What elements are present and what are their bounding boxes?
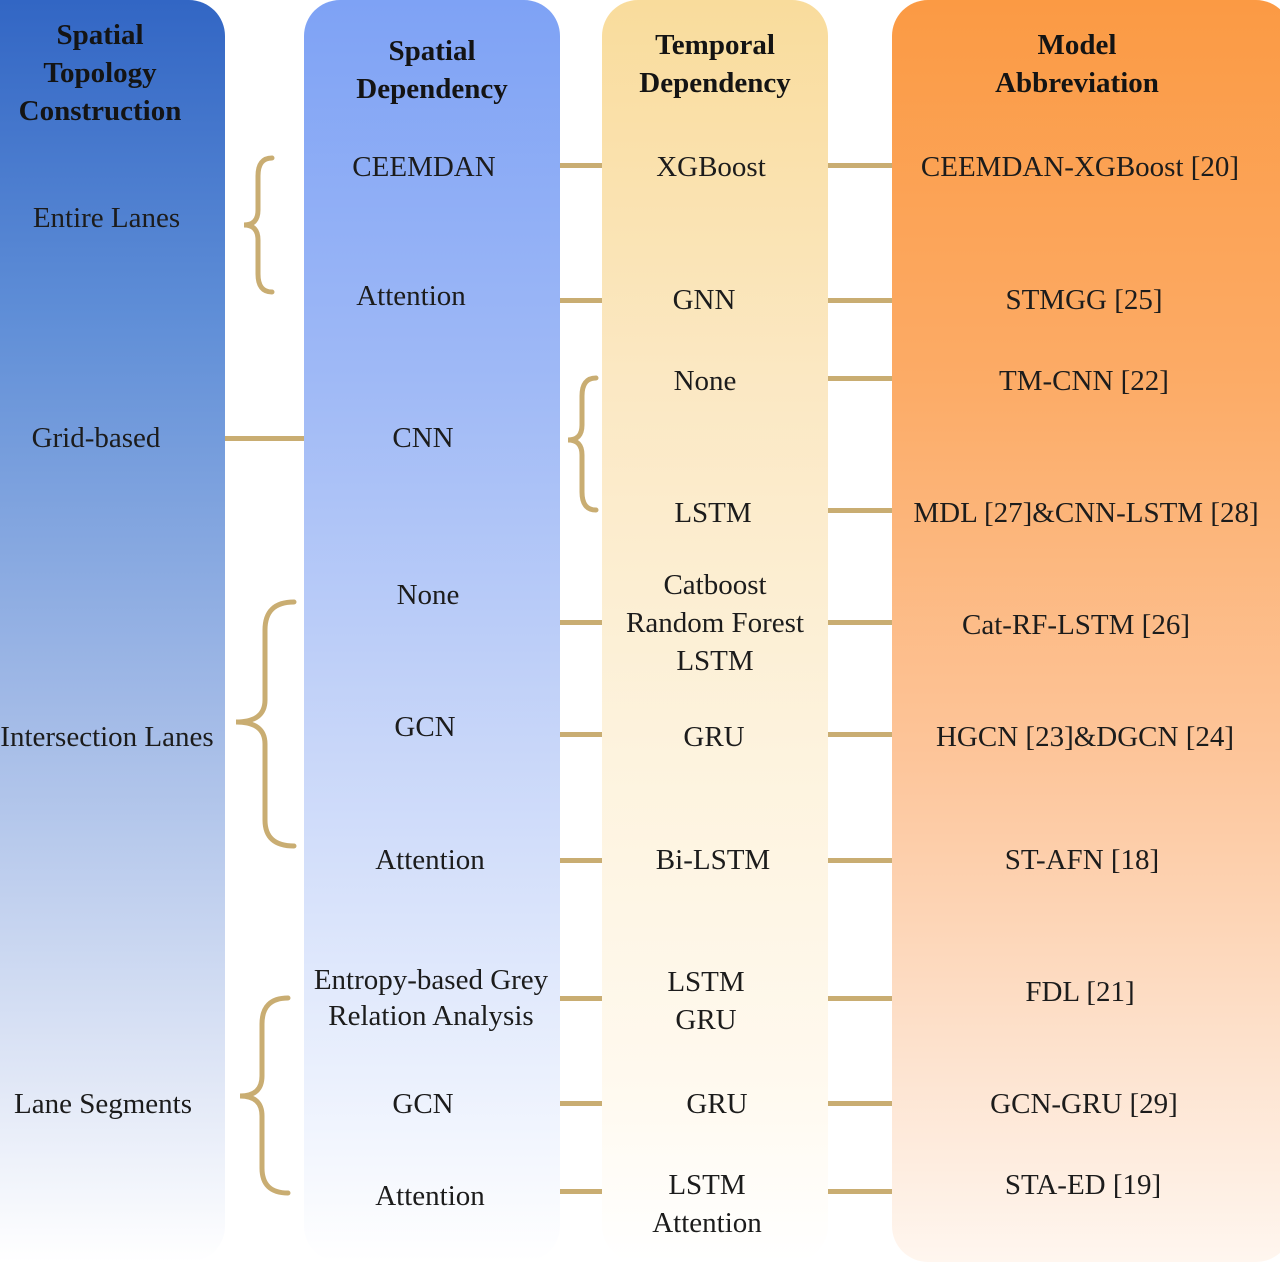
model-st-afn: ST-AFN [18] (1004, 844, 1160, 876)
connector-xgboost-model (828, 163, 892, 168)
spatial-dependency-column (304, 0, 560, 1262)
model-mdl-cnn-lstm: MDL [27]&CNN-LSTM [28] (913, 497, 1259, 529)
connector-lstm-model (828, 508, 892, 513)
connector-gnn-model (828, 298, 892, 303)
spatial-attention-2: Attention (375, 844, 485, 876)
model-abbreviation-column (892, 0, 1280, 1262)
temporal-dependency-column (602, 0, 828, 1262)
model-tm-cnn: TM-CNN [22] (999, 365, 1169, 397)
header-temporal-dependency: Temporal Dependency (639, 29, 791, 99)
connector-lstmgru-model (828, 996, 892, 1001)
topology-grid-based: Grid-based (31, 422, 161, 454)
model-ceemdan-xgboost: CEEMDAN-XGBoost [20] (920, 151, 1240, 183)
connector-lstmattention-model (828, 1189, 892, 1194)
topology-intersection-lanes: Intersection Lanes (0, 721, 214, 753)
connector-bilstm-model (828, 858, 892, 863)
topology-entire-lanes: Entire Lanes (32, 202, 181, 234)
temporal-catboost-rf-lstm: Catboost Random Forest LSTM (625, 569, 805, 677)
temporal-lstm-gru: LSTM GRU (667, 966, 745, 1036)
model-fdl: FDL [21] (1025, 976, 1135, 1008)
temporal-bi-lstm: Bi-LSTM (655, 844, 771, 876)
temporal-lstm-attention: LSTM Attention (652, 1169, 762, 1239)
model-stmgg: STMGG [25] (1005, 284, 1163, 316)
connector-gcn-gru-2 (560, 1101, 602, 1106)
model-gcn-gru: GCN-GRU [29] (990, 1088, 1178, 1120)
connector-gcn-gru (560, 732, 602, 737)
connector-none-model (828, 376, 892, 381)
connector-catboost-model (828, 620, 892, 625)
header-spatial-topology-construction: Spatial Topology Construction (18, 19, 182, 127)
spatial-none: None (396, 579, 460, 611)
connector-attention-lstmattention (560, 1189, 602, 1194)
temporal-none: None (673, 365, 737, 397)
spatial-attention-3: Attention (375, 1180, 485, 1212)
connector-none-catboost (560, 620, 602, 625)
spatial-gcn-2: GCN (392, 1088, 454, 1120)
brace-lane-segments (239, 995, 291, 1196)
model-cat-rf-lstm: Cat-RF-LSTM [26] (962, 609, 1190, 641)
spatial-cnn: CNN (392, 422, 454, 454)
temporal-lstm-1: LSTM (674, 497, 752, 529)
topology-lane-segments: Lane Segments (14, 1088, 192, 1120)
connector-ceemdan-xgboost (560, 163, 602, 168)
connector-attention-bilstm (560, 858, 602, 863)
brace-intersection-lanes (235, 599, 297, 849)
connector-attention-gnn (560, 298, 602, 303)
model-sta-ed: STA-ED [19] (1004, 1169, 1162, 1201)
temporal-gru-1: GRU (683, 721, 745, 753)
temporal-xgboost: XGBoost (656, 151, 766, 183)
temporal-gru-2: GRU (686, 1088, 748, 1120)
spatial-ceemdan: CEEMDAN (352, 151, 496, 183)
connector-gru-model (828, 732, 892, 737)
brace-entire-lanes (243, 155, 275, 295)
model-hgcn-dgcn: HGCN [23]&DGCN [24] (935, 721, 1235, 753)
connector-grid-cnn (225, 436, 304, 441)
spatial-gcn-1: GCN (394, 711, 456, 743)
spatial-attention-1: Attention (356, 280, 466, 312)
topology-column (0, 0, 225, 1262)
header-spatial-dependency: Spatial Dependency (356, 35, 508, 105)
brace-grid-cnn (567, 375, 599, 513)
connector-gru2-model (828, 1101, 892, 1106)
connector-entropy-lstmgru (560, 996, 602, 1001)
temporal-gnn: GNN (672, 284, 736, 316)
spatial-entropy-grey-relation: Entropy-based Grey Relation Analysis (313, 964, 549, 1032)
header-model-abbreviation: Model Abbreviation (995, 29, 1159, 99)
